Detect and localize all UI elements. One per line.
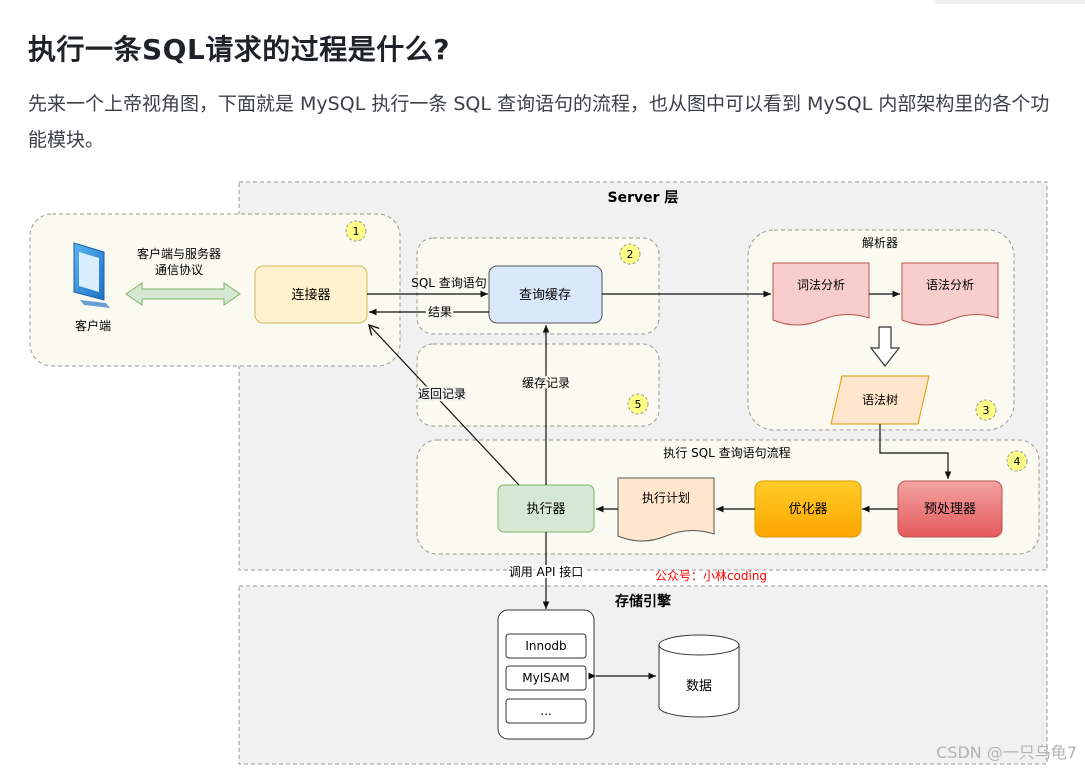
svg-text:3: 3 — [983, 404, 990, 417]
svg-text:1: 1 — [353, 225, 360, 238]
execution-plan-label: 执行计划 — [642, 491, 690, 505]
optimizer-label: 优化器 — [788, 502, 827, 517]
engine-more-box — [505, 698, 587, 724]
badge-4: 4 — [1006, 450, 1028, 472]
badge-2: 2 — [619, 243, 641, 265]
badge-5: 5 — [627, 393, 649, 415]
tree-to-preprocessor-arrow — [879, 424, 952, 479]
data-label: 数据 — [686, 679, 712, 694]
client-link-label-line2: 通信协议 — [155, 262, 203, 277]
hollow-down-arrow — [869, 326, 901, 367]
public-account-label: 公众号：小林coding — [655, 569, 767, 583]
api-call-label: 调用 API 接口 — [509, 564, 584, 579]
article-paragraph: 先来一个上帝视角图，下面就是 MySQL 执行一条 SQL 查询语句的流程，也从… — [28, 93, 1050, 151]
data-cylinder — [658, 634, 740, 718]
return-record-arrow — [369, 325, 520, 486]
connector-label: 连接器 — [291, 287, 330, 303]
syntax-analysis-label: 语法分析 — [926, 278, 974, 292]
engine-myisam-label: MyISAM — [522, 671, 569, 685]
executor-label: 执行器 — [526, 502, 565, 517]
sql-query-label: SQL 查询语句 — [411, 276, 487, 290]
csdn-watermark: CSDN @一只乌龟7 — [936, 743, 1077, 762]
engine-myisam-box — [505, 665, 587, 691]
client-label: 客户端 — [75, 318, 111, 333]
server-layer-title: Server 层 — [608, 190, 679, 206]
engine-innodb-label: Innodb — [525, 639, 566, 653]
top-bar-shadow — [935, 0, 1085, 4]
monitor-icon — [73, 242, 110, 308]
engine-innodb-box — [505, 633, 587, 659]
syntax-tree-label: 语法树 — [862, 392, 898, 407]
parser-title: 解析器 — [862, 236, 898, 250]
exec-flow-title: 执行 SQL 查询语句流程 — [663, 445, 790, 460]
engine-more-label: ... — [540, 704, 551, 718]
badge-3: 3 — [975, 399, 997, 421]
storage-layer — [238, 585, 1048, 765]
client-connector-double-arrow — [125, 282, 241, 306]
result-label: 结果 — [428, 305, 452, 319]
return-record-label: 返回记录 — [418, 387, 466, 401]
syntax-analysis-doc — [901, 262, 999, 326]
cache-record-group — [416, 343, 660, 427]
badge-1: 1 — [345, 220, 367, 242]
lexical-analysis-label: 词法分析 — [797, 278, 845, 292]
execution-plan-doc — [617, 477, 715, 542]
svg-text:4: 4 — [1014, 455, 1021, 468]
article-title: 执行一条SQL请求的过程是什么? — [28, 33, 451, 66]
svg-text:5: 5 — [635, 398, 642, 411]
query-cache-label: 查询缓存 — [519, 288, 571, 303]
cache-record-label: 缓存记录 — [522, 376, 570, 390]
syntax-tree-box — [830, 375, 930, 425]
svg-text:2: 2 — [627, 248, 634, 261]
storage-layer-title: 存储引擎 — [615, 593, 671, 610]
preprocessor-label: 预处理器 — [924, 502, 976, 517]
lexical-analysis-doc — [772, 262, 870, 326]
client-link-label-line1: 客户端与服务器 — [137, 246, 221, 261]
